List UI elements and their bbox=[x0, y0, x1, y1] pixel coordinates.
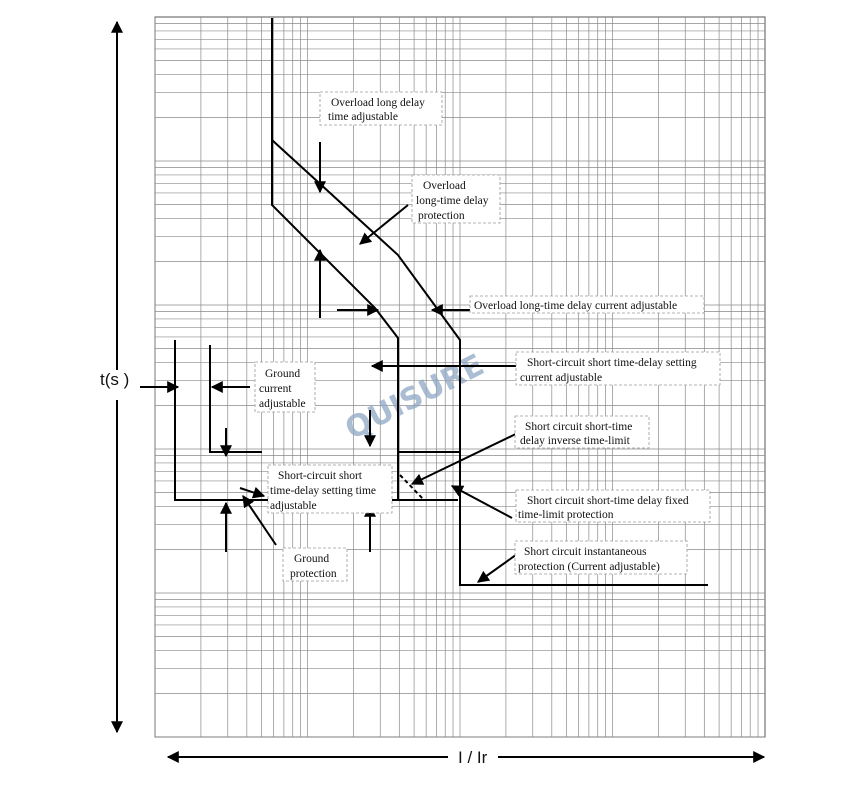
ground-curve-inner bbox=[209, 345, 262, 453]
x-axis-label: I / Ir bbox=[458, 748, 488, 767]
long-time-curve-upper bbox=[271, 18, 708, 586]
svg-text:Short-circuit short time-delay: Short-circuit short time-delay settingcu… bbox=[520, 357, 697, 384]
inverse-time-segment bbox=[399, 474, 425, 501]
label-overload-long-time-current: Overload long-time delay current adjusta… bbox=[469, 295, 705, 314]
indicator-arrows bbox=[140, 142, 521, 583]
svg-text:Short circuit short-time delay: Short circuit short-time delay fixedtime… bbox=[518, 495, 689, 521]
svg-text:Overload long-time delay curre: Overload long-time delay current adjusta… bbox=[474, 300, 677, 312]
long-time-curve-lower bbox=[271, 140, 458, 501]
y-axis-label: t(s ) bbox=[100, 370, 129, 389]
